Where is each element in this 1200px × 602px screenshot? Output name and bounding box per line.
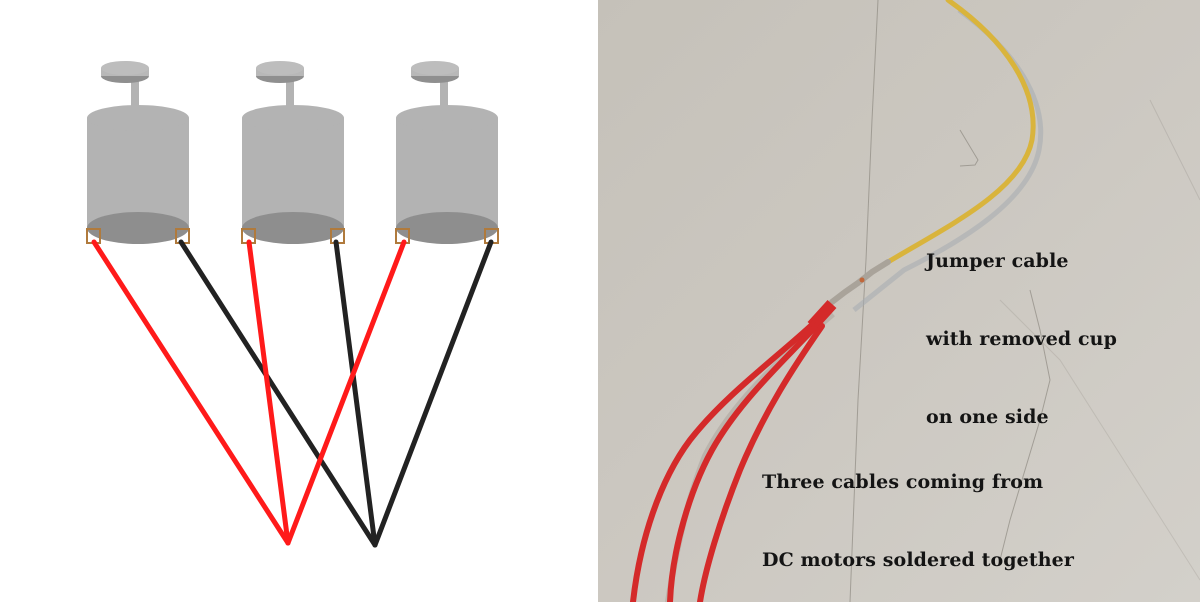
wires <box>91 239 494 548</box>
red-motor-wires <box>630 319 825 602</box>
yellow-jumper-wire <box>885 0 1036 265</box>
photo-panel: Jumper cable with removed cup on one sid… <box>598 0 1200 602</box>
positive-wire-2 <box>246 239 291 546</box>
negative-wire-3 <box>372 239 494 548</box>
dc-motor-3 <box>395 61 499 244</box>
negative-wire-2 <box>333 239 378 548</box>
three-cables-caption: Three cables coming from DC motors solde… <box>762 471 1074 571</box>
cable-photo <box>598 0 1200 602</box>
positive-wire-3 <box>285 239 407 546</box>
dc-motor-2 <box>241 61 345 244</box>
surface-cracks <box>849 0 1200 602</box>
dc-motor-1 <box>86 61 190 244</box>
wiring-diagram-panel <box>0 0 598 602</box>
negative-wire-1 <box>178 239 378 548</box>
wiring-diagram <box>86 61 499 548</box>
jumper-cable-caption: Jumper cable with removed cup on one sid… <box>926 250 1117 428</box>
positive-wire-1 <box>91 239 291 546</box>
solder-joint <box>829 259 891 305</box>
